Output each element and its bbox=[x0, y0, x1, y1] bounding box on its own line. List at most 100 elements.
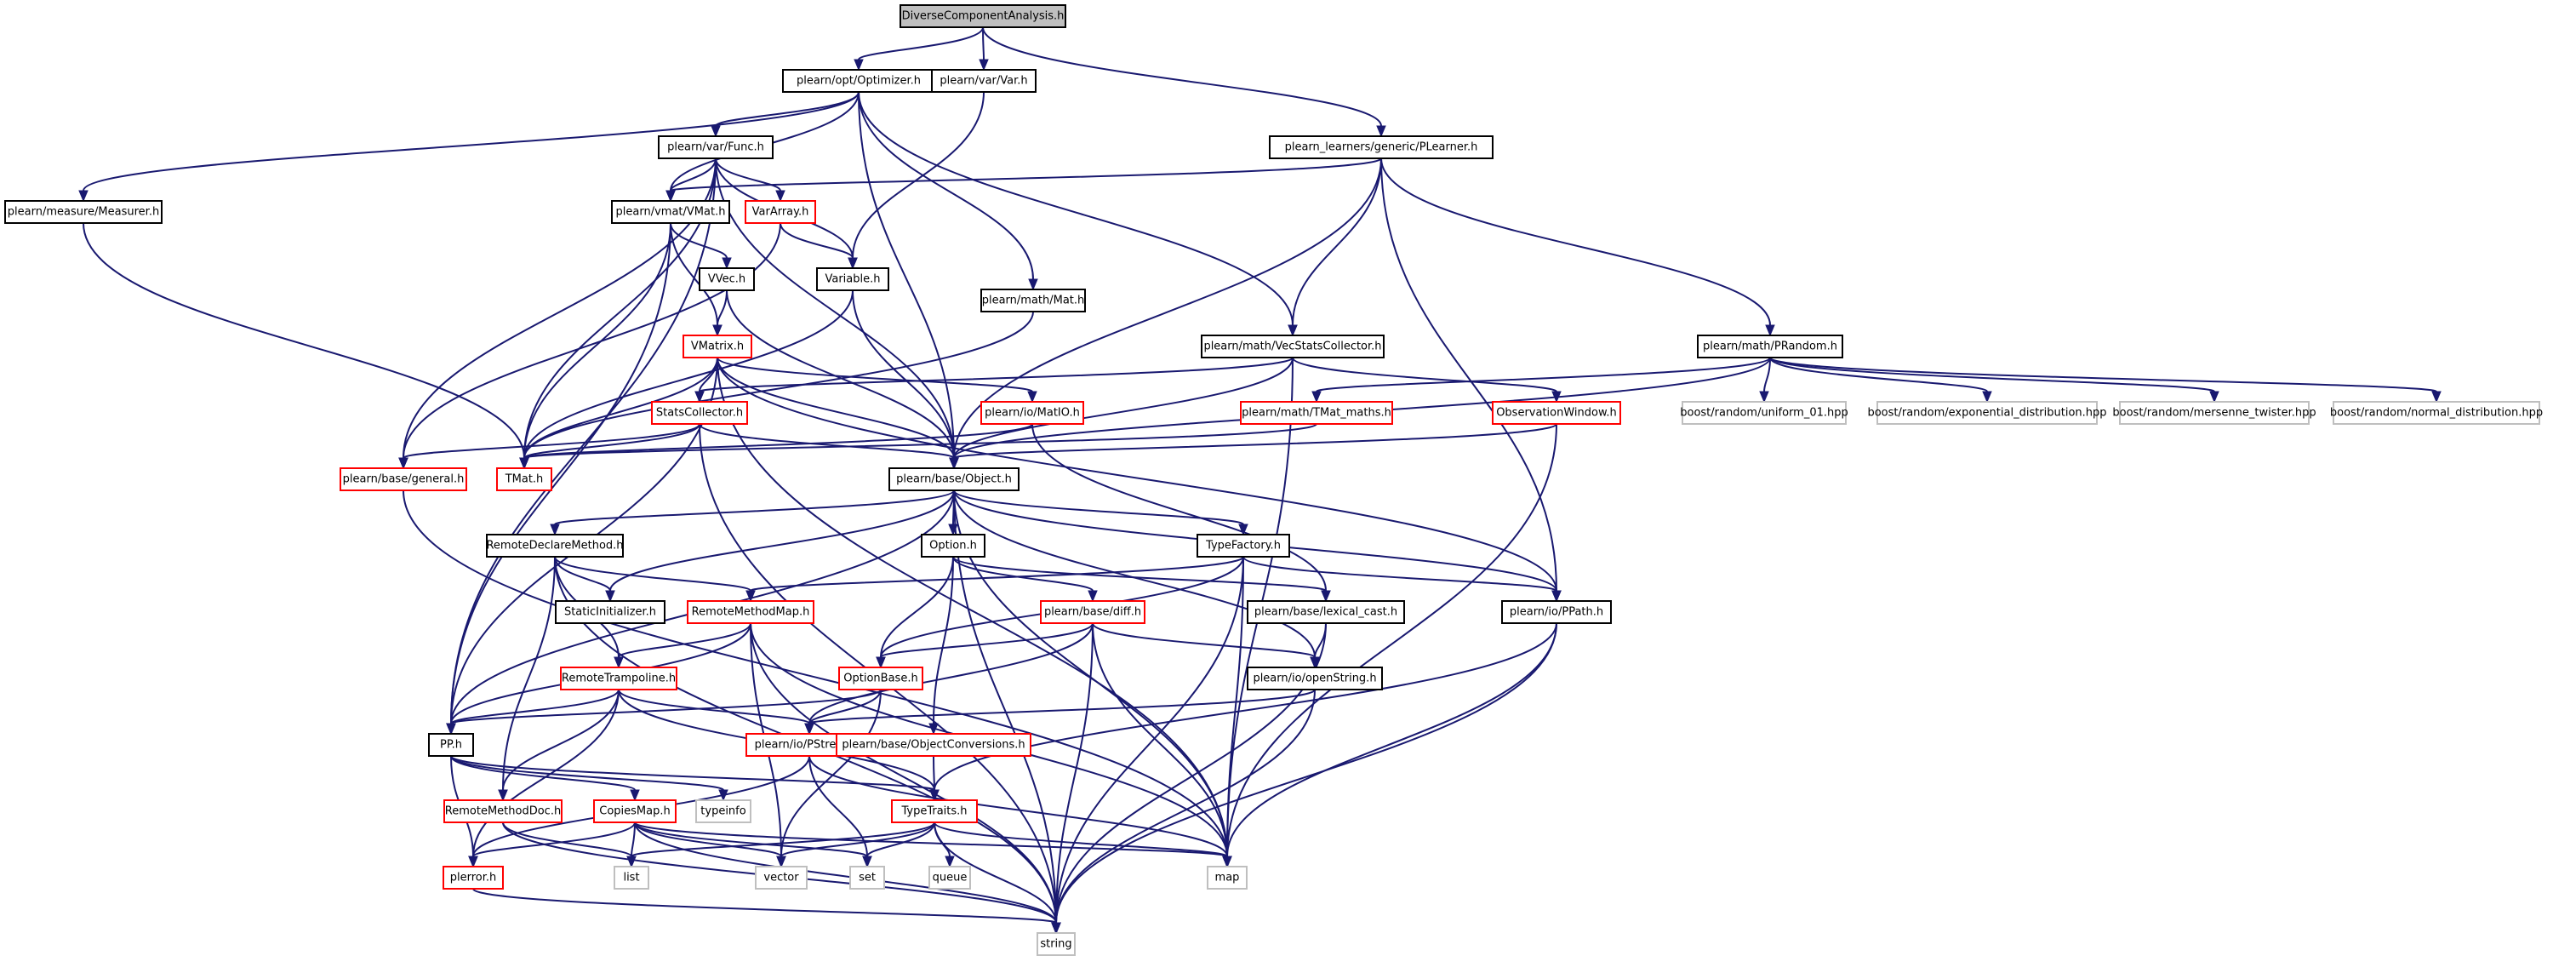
node-label: plerror.h bbox=[450, 872, 497, 884]
edge-line bbox=[953, 489, 1244, 525]
node-label: StatsCollector.h bbox=[656, 407, 743, 420]
node-vvec[interactable]: VVec.h bbox=[699, 267, 755, 291]
node-box bbox=[560, 667, 677, 690]
edge-line bbox=[634, 821, 782, 857]
edge-line bbox=[631, 821, 935, 857]
edge-line bbox=[858, 91, 1034, 280]
node-var[interactable]: plearn/var/Var.h bbox=[931, 69, 1037, 93]
edge-arrowhead bbox=[468, 856, 478, 868]
node-remotedoc[interactable]: RemoteMethodDoc.h bbox=[443, 799, 563, 823]
node-prandom[interactable]: plearn/math/PRandom.h bbox=[1697, 335, 1843, 358]
edge-line bbox=[1380, 157, 1771, 326]
edge-line bbox=[852, 91, 985, 259]
node-box bbox=[695, 799, 751, 823]
node-perror[interactable]: plerror.h bbox=[443, 866, 504, 890]
node-optionbase[interactable]: OptionBase.h bbox=[838, 667, 923, 690]
node-label: TypeTraits.h bbox=[900, 805, 967, 818]
node-objconv[interactable]: plearn/base/ObjectConversions.h bbox=[836, 733, 1031, 757]
edge-line bbox=[750, 622, 1057, 924]
node-tmat[interactable]: TMat.h bbox=[496, 467, 552, 491]
edge-line bbox=[952, 556, 1327, 592]
edge-diff-to-openstring bbox=[1092, 622, 1320, 669]
edge-line bbox=[83, 91, 860, 192]
node-mat[interactable]: plearn/math/Mat.h bbox=[980, 289, 1086, 312]
edge-arrowhead bbox=[498, 789, 508, 802]
node-optimizer[interactable]: plearn/opt/Optimizer.h bbox=[782, 69, 935, 93]
edge-arrowhead bbox=[665, 190, 676, 203]
node-ppath[interactable]: plearn/io/PPath.h bbox=[1501, 600, 1612, 624]
node-general[interactable]: plearn/base/general.h bbox=[340, 467, 467, 491]
node-option[interactable]: Option.h bbox=[921, 534, 985, 558]
node-matio[interactable]: plearn/io/MatIO.h bbox=[980, 401, 1084, 425]
edge-line bbox=[523, 222, 671, 459]
node-map: map bbox=[1207, 866, 1248, 890]
node-lexcast[interactable]: plearn/base/lexical_cast.h bbox=[1247, 600, 1405, 624]
node-tmatmaths[interactable]: plearn/math/TMat_maths.h bbox=[1240, 401, 1393, 425]
edge-arrowhead bbox=[614, 656, 624, 669]
node-copiesmap[interactable]: CopiesMap.h bbox=[593, 799, 677, 823]
node-queue: queue bbox=[928, 866, 971, 890]
node-vararray[interactable]: VarArray.h bbox=[745, 200, 816, 224]
node-diff[interactable]: plearn/base/diff.h bbox=[1040, 600, 1145, 624]
node-remotedecl[interactable]: RemoteDeclareMethod.h bbox=[486, 534, 624, 558]
edge-vararray-to-variable bbox=[780, 222, 858, 270]
edge-line bbox=[403, 423, 700, 459]
edge-prandom-to-tmatmaths bbox=[1311, 357, 1771, 404]
node-label: Option.h bbox=[929, 540, 977, 552]
edge-diff-to-string bbox=[1051, 622, 1094, 935]
edge-line bbox=[858, 91, 955, 459]
edge-arrowhead bbox=[1310, 656, 1320, 669]
node-box bbox=[651, 401, 748, 425]
edge-line bbox=[502, 689, 620, 791]
node-vmat[interactable]: plearn/vmat/VMat.h bbox=[611, 200, 730, 224]
node-label: plearn/io/PPath.h bbox=[1510, 606, 1603, 619]
edge-option-to-lexcast bbox=[952, 556, 1331, 603]
node-box bbox=[1682, 401, 1847, 425]
node-staticinit[interactable]: StaticInitializer.h bbox=[555, 600, 665, 624]
edge-prandom-to-normdist bbox=[1769, 357, 2442, 404]
node-typefactory[interactable]: TypeFactory.h bbox=[1197, 534, 1290, 558]
edge-line bbox=[523, 311, 1034, 459]
node-box bbox=[888, 467, 1020, 491]
node-obswin[interactable]: ObservationWindow.h bbox=[1492, 401, 1621, 425]
edge-measurer-to-tmat bbox=[83, 222, 529, 470]
edge-line bbox=[1055, 689, 1316, 924]
node-remotemap[interactable]: RemoteMethodMap.h bbox=[687, 600, 814, 624]
edge-diff-to-optionbase bbox=[876, 622, 1094, 669]
edge-line bbox=[953, 489, 1057, 924]
node-vecstats[interactable]: plearn/math/VecStatsCollector.h bbox=[1201, 335, 1385, 358]
edge-line bbox=[1316, 357, 1771, 392]
node-openstring[interactable]: plearn/io/openString.h bbox=[1247, 667, 1383, 690]
node-box bbox=[755, 866, 808, 890]
node-label: Variable.h bbox=[825, 273, 880, 286]
node-label: plearn/var/Var.h bbox=[940, 75, 1027, 88]
node-label: string bbox=[1040, 938, 1071, 951]
node-label: plearn/math/TMat_maths.h bbox=[1242, 407, 1391, 420]
node-vmatrix[interactable]: VMatrix.h bbox=[683, 335, 752, 358]
edge-arrowhead bbox=[519, 457, 529, 470]
node-typetraits[interactable]: TypeTraits.h bbox=[891, 799, 978, 823]
edge-line bbox=[808, 622, 1094, 724]
edge-line bbox=[450, 689, 882, 724]
node-label: VVec.h bbox=[708, 273, 745, 286]
node-func[interactable]: plearn/var/Func.h bbox=[658, 135, 774, 159]
node-plearner[interactable]: plearn_learners/generic/PLearner.h bbox=[1269, 135, 1494, 159]
edge-statscoll-to-general bbox=[398, 423, 700, 470]
edge-optimizer-to-measurer bbox=[78, 91, 860, 203]
edge-arrowhead bbox=[694, 391, 705, 404]
node-statscoll[interactable]: StatsCollector.h bbox=[651, 401, 748, 425]
edge-line bbox=[858, 26, 984, 60]
edge-object-to-typefactory bbox=[953, 489, 1248, 536]
edge-option-to-diff bbox=[952, 556, 1098, 603]
node-object[interactable]: plearn/base/Object.h bbox=[888, 467, 1020, 491]
node-box bbox=[340, 467, 467, 491]
node-pp[interactable]: PP.h bbox=[428, 733, 474, 757]
node-label: boost/random/exponential_distribution.hp… bbox=[1867, 407, 2106, 420]
node-box bbox=[891, 799, 978, 823]
node-remotetramp[interactable]: RemoteTrampoline.h bbox=[560, 667, 677, 690]
edge-arrowhead bbox=[1238, 524, 1248, 536]
edge-line bbox=[715, 91, 860, 127]
node-measurer[interactable]: plearn/measure/Measurer.h bbox=[4, 200, 163, 224]
node-variable[interactable]: Variable.h bbox=[816, 267, 889, 291]
edge-typefactory-to-ppath bbox=[1242, 556, 1562, 603]
